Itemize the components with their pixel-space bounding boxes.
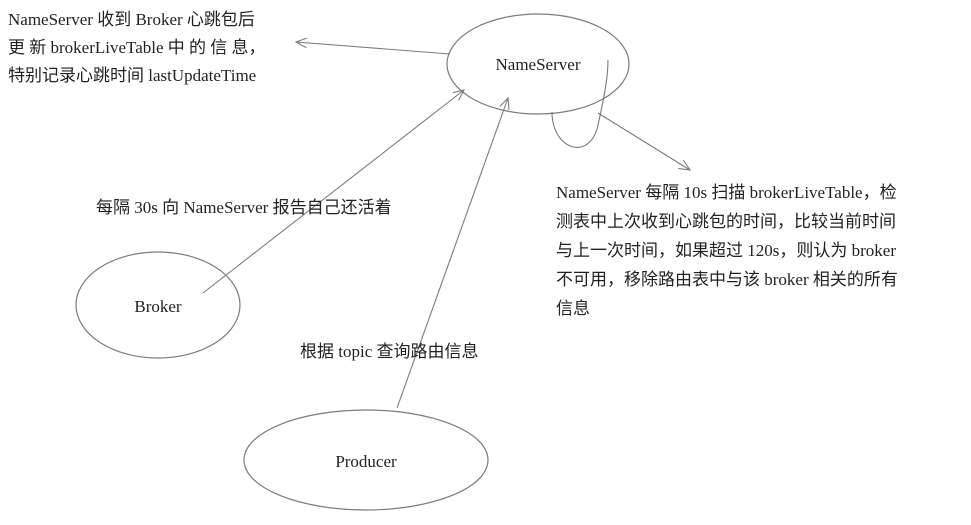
producer-label: Producer <box>335 452 397 471</box>
nameserver-update-line-2: 更 新 brokerLiveTable 中 的 信 息， <box>8 38 266 57</box>
broker-label: Broker <box>134 297 182 316</box>
scan-annotation: NameServer 每隔 10s 扫描 brokerLiveTable，检 测… <box>556 183 898 318</box>
nameserver-label: NameServer <box>496 55 581 74</box>
broker-ellipse <box>75 251 241 359</box>
nameserver-update-annotation: NameServer 收到 Broker 心跳包后 更 新 brokerLive… <box>8 10 266 85</box>
broker-heartbeat-arrow <box>202 90 464 294</box>
scan-note-arrow <box>597 112 690 170</box>
nameserver-node: NameServer <box>446 13 630 115</box>
broker-node: Broker <box>75 251 241 359</box>
nameserver-update-line-1: NameServer 收到 Broker 心跳包后 <box>8 10 255 29</box>
nameserver-update-line-3: 特别记录心跳时间 lastUpdateTime <box>8 66 256 85</box>
producer-node: Producer <box>243 409 489 511</box>
producer-route-query-arrow <box>396 98 508 409</box>
scan-line-2: 测表中上次收到心跳包的时间，比较当前时间 <box>556 212 896 231</box>
producer-ellipse <box>243 409 489 511</box>
nameserver-self-loop <box>551 59 609 148</box>
scan-line-3: 与上一次时间，如果超过 120s，则认为 broker <box>556 241 896 260</box>
heartbeat-annotation: 每隔 30s 向 NameServer 报告自己还活着 <box>96 198 392 217</box>
scan-line-5: 信息 <box>556 299 590 318</box>
nameserver-update-arrow <box>296 42 451 55</box>
scan-line-4: 不可用，移除路由表中与该 broker 相关的所有 <box>556 270 898 289</box>
route-query-annotation: 根据 topic 查询路由信息 <box>300 342 479 361</box>
nameserver-ellipse <box>446 13 630 115</box>
scan-line-1: NameServer 每隔 10s 扫描 brokerLiveTable，检 <box>556 183 897 202</box>
